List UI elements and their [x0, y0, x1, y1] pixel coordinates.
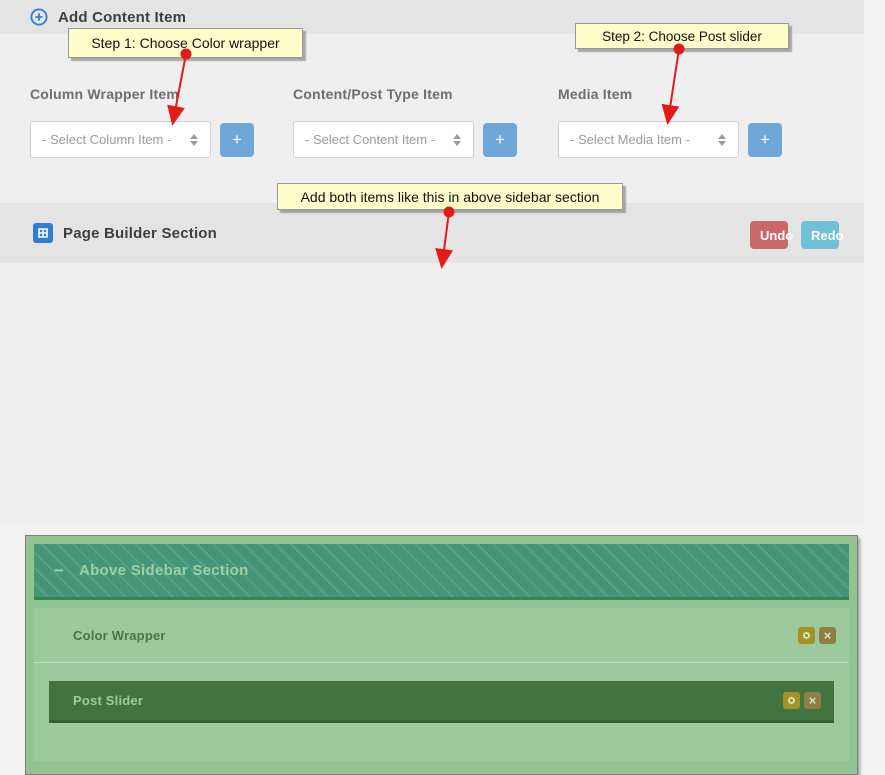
- section-header-bar[interactable]: − Above Sidebar Section: [34, 544, 849, 600]
- collapse-icon[interactable]: −: [54, 561, 64, 581]
- close-icon: ×: [824, 628, 832, 643]
- media-item-select-value: - Select Media Item -: [570, 132, 690, 147]
- grid-icon: [33, 223, 53, 243]
- page-builder-title: Page Builder Section: [63, 225, 217, 242]
- post-slider-remove-button[interactable]: ×: [804, 692, 821, 709]
- section-title: Above Sidebar Section: [79, 562, 249, 579]
- plus-circle-icon: [30, 8, 48, 26]
- redo-button[interactable]: Redo: [801, 221, 839, 249]
- column-item-select-value: - Select Column Item -: [42, 132, 171, 147]
- post-slider-bar[interactable]: Post Slider ×: [49, 681, 834, 723]
- content-type-label: Content/Post Type Item: [293, 86, 517, 102]
- color-wrapper-label: Color Wrapper: [73, 628, 794, 643]
- add-content-item-button[interactable]: +: [483, 123, 517, 157]
- add-column-item-button[interactable]: +: [220, 123, 254, 157]
- add-media-item-button[interactable]: +: [748, 123, 782, 157]
- content-item-select-value: - Select Content Item -: [305, 132, 435, 147]
- media-item-select[interactable]: - Select Media Item -: [558, 121, 739, 158]
- gear-icon: [785, 694, 798, 707]
- add-content-panel: Column Wrapper Item - Select Column Item…: [0, 34, 864, 203]
- color-wrapper-block: Color Wrapper × Post Slider: [34, 608, 849, 761]
- select-spinner-icon: [190, 134, 198, 146]
- above-sidebar-section: − Above Sidebar Section Color Wrapper ×: [25, 535, 858, 775]
- color-wrapper-settings-button[interactable]: [798, 627, 815, 644]
- color-wrapper-header[interactable]: Color Wrapper ×: [34, 608, 849, 663]
- gear-icon: [800, 629, 813, 642]
- select-spinner-icon: [453, 134, 461, 146]
- column-item-select[interactable]: - Select Column Item -: [30, 121, 211, 158]
- content-item-select[interactable]: - Select Content Item -: [293, 121, 474, 158]
- media-item-label: Media Item: [558, 86, 782, 102]
- undo-button[interactable]: Undo: [750, 221, 788, 249]
- step3-callout: Add both items like this in above sideba…: [277, 183, 623, 210]
- step2-callout: Step 2: Choose Post slider: [575, 23, 789, 49]
- column-wrapper-group: Column Wrapper Item - Select Column Item…: [30, 86, 254, 158]
- page-builder-header: Page Builder Section: [0, 203, 864, 263]
- column-wrapper-label: Column Wrapper Item: [30, 86, 254, 102]
- media-item-group: Media Item - Select Media Item - +: [558, 86, 782, 158]
- step1-callout: Step 1: Choose Color wrapper: [68, 28, 303, 58]
- post-slider-label: Post Slider: [73, 693, 779, 708]
- content-type-group: Content/Post Type Item - Select Content …: [293, 86, 517, 158]
- add-content-title: Add Content Item: [58, 9, 186, 26]
- select-spinner-icon: [718, 134, 726, 146]
- page-margin: [864, 0, 885, 525]
- page-builder-panel: − Above Sidebar Section Color Wrapper ×: [0, 263, 864, 525]
- close-icon: ×: [809, 693, 817, 708]
- color-wrapper-remove-button[interactable]: ×: [819, 627, 836, 644]
- post-slider-settings-button[interactable]: [783, 692, 800, 709]
